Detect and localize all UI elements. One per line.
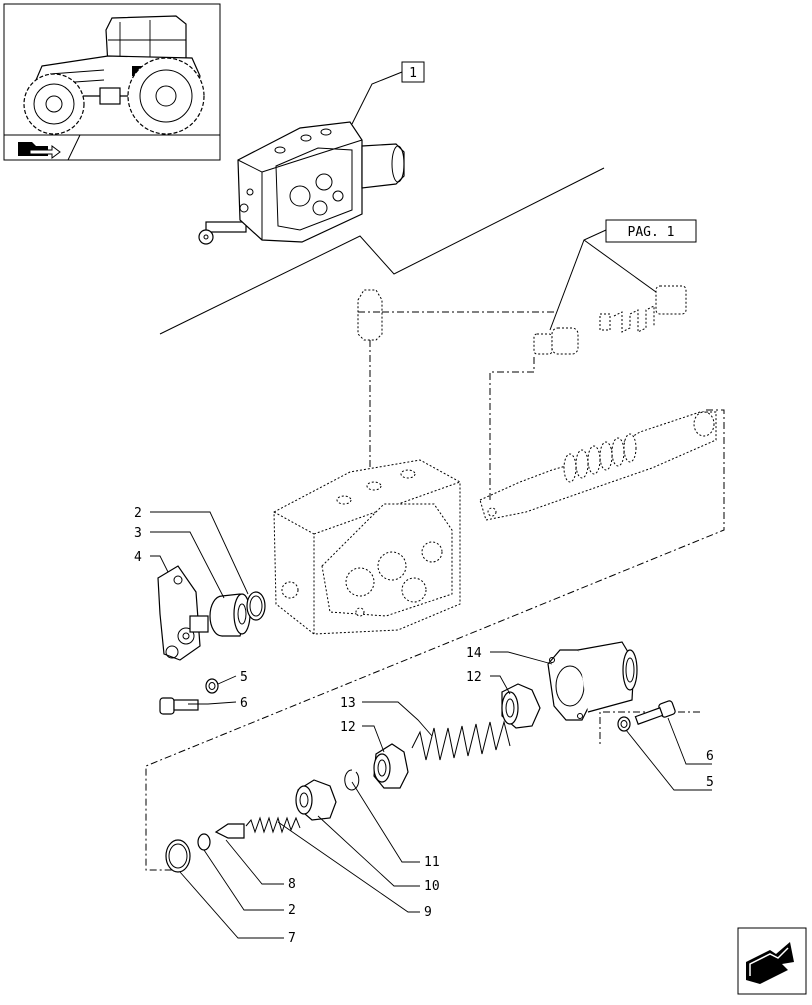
tractor-icon	[23, 15, 205, 135]
spring-small[interactable]	[245, 816, 301, 834]
detent-pin[interactable]	[214, 823, 245, 839]
spool-cover[interactable]	[547, 641, 638, 721]
washer-left[interactable]	[205, 678, 219, 694]
o-ring-lower-small[interactable]	[197, 833, 211, 851]
callout-6-left[interactable]: 6	[240, 696, 248, 711]
callout-1[interactable]: 1	[351, 61, 425, 125]
callout-13[interactable]: 13	[340, 696, 356, 711]
next-page-arrow-icon[interactable]	[737, 927, 807, 995]
callout-8[interactable]: 8	[288, 877, 296, 892]
callout-10[interactable]: 10	[424, 879, 440, 894]
callout-11[interactable]: 11	[424, 855, 440, 870]
screw-right[interactable]	[634, 700, 676, 725]
spring-sleeve[interactable]	[295, 779, 337, 821]
callout-12-upper[interactable]: 12	[466, 670, 482, 685]
callout-4[interactable]: 4	[134, 550, 142, 565]
spring-cup-lower[interactable]	[373, 743, 409, 789]
circlip[interactable]	[344, 769, 360, 791]
callout-9[interactable]: 9	[424, 905, 432, 920]
screw-left[interactable]	[159, 697, 199, 715]
spring-cup-upper[interactable]	[501, 683, 541, 729]
lever-bracket[interactable]	[157, 565, 209, 661]
page-reference-box[interactable]: PAG. 1	[549, 219, 697, 331]
callout-5-right[interactable]: 5	[706, 775, 714, 790]
ghost-relief-valve	[357, 285, 687, 470]
svg-text:1: 1	[409, 66, 417, 81]
spring-main[interactable]	[411, 720, 511, 761]
ghost-spool	[479, 411, 717, 521]
callout-14[interactable]: 14	[466, 646, 482, 661]
o-ring-lower-large[interactable]	[165, 839, 191, 873]
valve-body-main[interactable]	[273, 459, 461, 635]
callout-7[interactable]: 7	[288, 931, 296, 946]
callout-5-left[interactable]: 5	[240, 670, 248, 685]
folder-arrow-icon[interactable]	[18, 142, 61, 159]
washer-right[interactable]	[617, 716, 631, 732]
control-valve-section[interactable]	[198, 121, 405, 245]
callout-2-upper[interactable]: 2	[134, 506, 142, 521]
callout-6-right[interactable]: 6	[706, 749, 714, 764]
o-ring-upper[interactable]	[246, 591, 266, 621]
callout-12-lower[interactable]: 12	[340, 720, 356, 735]
tractor-thumbnail[interactable]	[3, 3, 221, 161]
callout-3[interactable]: 3	[134, 526, 142, 541]
svg-text:PAG. 1: PAG. 1	[628, 225, 675, 240]
bush[interactable]	[209, 593, 251, 637]
callout-2-lower[interactable]: 2	[288, 903, 296, 918]
